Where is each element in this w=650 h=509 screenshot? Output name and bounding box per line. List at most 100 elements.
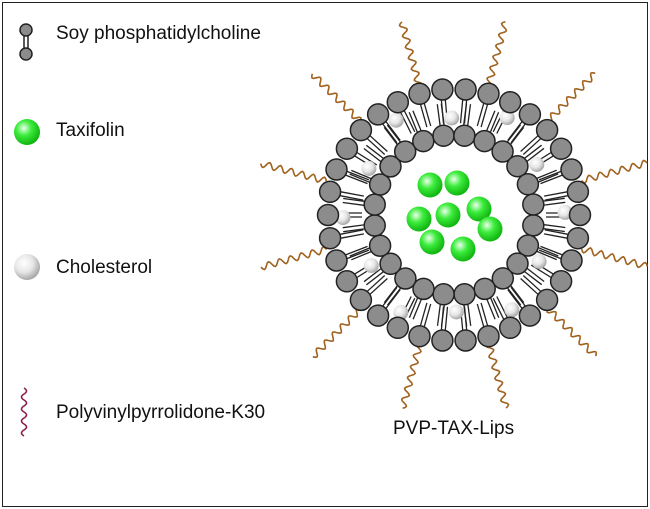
lipid-tail: [440, 103, 445, 126]
lipid-tail: [423, 103, 432, 127]
lipid-head: [453, 283, 476, 306]
lipid-tail: [489, 112, 500, 133]
lipid-tail: [467, 304, 472, 326]
lipid-head: [363, 214, 386, 237]
lipid-head: [477, 324, 500, 348]
lipid-tail: [346, 170, 370, 181]
lipid-head: [386, 90, 410, 114]
lipid-head: [431, 329, 454, 352]
cholesterol-sphere: [529, 157, 545, 172]
lipid-tail: [419, 104, 428, 128]
lipid-tail: [507, 287, 522, 306]
lipid-tail: [526, 267, 545, 283]
taxifolin-sphere: [450, 236, 476, 262]
lipid-tail: [522, 275, 542, 292]
cholesterol-sphere: [504, 302, 520, 318]
lipid-head: [560, 158, 583, 181]
lipid-tail: [369, 135, 388, 152]
lipid-head: [408, 324, 431, 348]
lipid-head: [535, 118, 559, 142]
lipid-head: [335, 137, 359, 160]
lipid-tail: [386, 287, 402, 306]
lipid-tail: [543, 191, 568, 197]
pvp-chain: [398, 21, 423, 89]
lipid-head: [454, 78, 477, 101]
lipid-tail: [385, 121, 401, 141]
lipid-tail: [538, 249, 562, 260]
lipid-tail: [400, 112, 412, 134]
pvp-chain: [486, 20, 508, 89]
lipid-tail: [382, 123, 398, 144]
lipid-head: [506, 252, 529, 275]
lipid-tail: [459, 99, 464, 124]
lipid-tail: [540, 245, 563, 256]
taxifolin-sphere-icon: [14, 119, 40, 145]
lipid-tail: [544, 229, 569, 235]
lipid-head: [363, 193, 386, 216]
lipid-head: [568, 203, 592, 227]
lipid-tail: [412, 299, 422, 320]
lipid-tail: [440, 304, 445, 327]
taxifolin-sphere: [466, 196, 492, 222]
pvp-chain: [310, 73, 362, 122]
lipid-head: [516, 173, 540, 196]
lipid-head: [473, 129, 496, 153]
lipid-head: [386, 316, 410, 340]
lipid-tail: [342, 201, 365, 206]
lipid-head: [518, 103, 542, 126]
lipid-tail: [522, 138, 542, 155]
lipid-head: [318, 180, 342, 204]
lipid-tail: [382, 286, 398, 307]
cholesterol-sphere-icon: [14, 254, 40, 280]
lipid-head: [506, 154, 529, 178]
lipid-tail: [365, 144, 384, 159]
lipid-head: [318, 226, 342, 250]
cholesterol-sphere: [444, 110, 460, 126]
pvp-chain: [546, 308, 598, 357]
cholesterol-sphere: [531, 254, 547, 269]
legend-label-cholesterol: Cholesterol: [56, 257, 153, 278]
lipid-tail: [351, 169, 372, 180]
lipid-tail: [510, 286, 526, 307]
lipid-head: [473, 277, 496, 301]
lipid-tail: [536, 250, 557, 261]
lipid-tail: [444, 306, 449, 331]
taxifolin-sphere: [419, 229, 445, 255]
lipid-head: [566, 226, 590, 250]
lipid-tail: [345, 174, 368, 185]
legend-label-polyvinylpyrrolidone-k30: Polyvinylpyrrolidone-K30: [56, 402, 266, 423]
lipid-tail: [463, 304, 468, 327]
lipid-tail: [506, 124, 522, 143]
lipid-tail: [346, 249, 370, 260]
lipid-tail: [369, 278, 388, 295]
pvp-chain: [580, 159, 648, 184]
lipid-tail: [489, 297, 500, 318]
lipid-tail: [480, 302, 489, 326]
cholesterol-sphere: [361, 161, 377, 176]
lipid-tail: [538, 173, 559, 183]
pvp-chain: [485, 341, 510, 409]
legend-label-soy-phosphatidylcholine: Soy phosphatidylcholine: [56, 23, 261, 44]
lipid-tail: [486, 299, 496, 320]
lipid-tail: [366, 138, 386, 155]
lipid-tail: [486, 110, 496, 131]
lipid-tail: [343, 228, 365, 233]
lipid-head: [491, 267, 515, 290]
lipid-tail: [526, 147, 545, 162]
cholesterol-sphere: [363, 258, 379, 273]
lipid-head: [549, 137, 573, 160]
lipid-tail: [543, 228, 565, 233]
lipid-tails: [338, 99, 570, 331]
pvp-chain: [400, 341, 422, 410]
lipid-tail: [476, 303, 485, 327]
lipid-tail: [349, 173, 370, 183]
pvp-chain: [547, 71, 596, 123]
lipid-head: [379, 155, 402, 178]
lipid-tail: [543, 197, 565, 202]
cholesterol-sphere: [393, 304, 409, 320]
lipid-head: [491, 140, 514, 163]
lipid-tail: [520, 278, 539, 295]
lipid-tail: [403, 110, 416, 133]
lipid-head: [366, 304, 390, 327]
